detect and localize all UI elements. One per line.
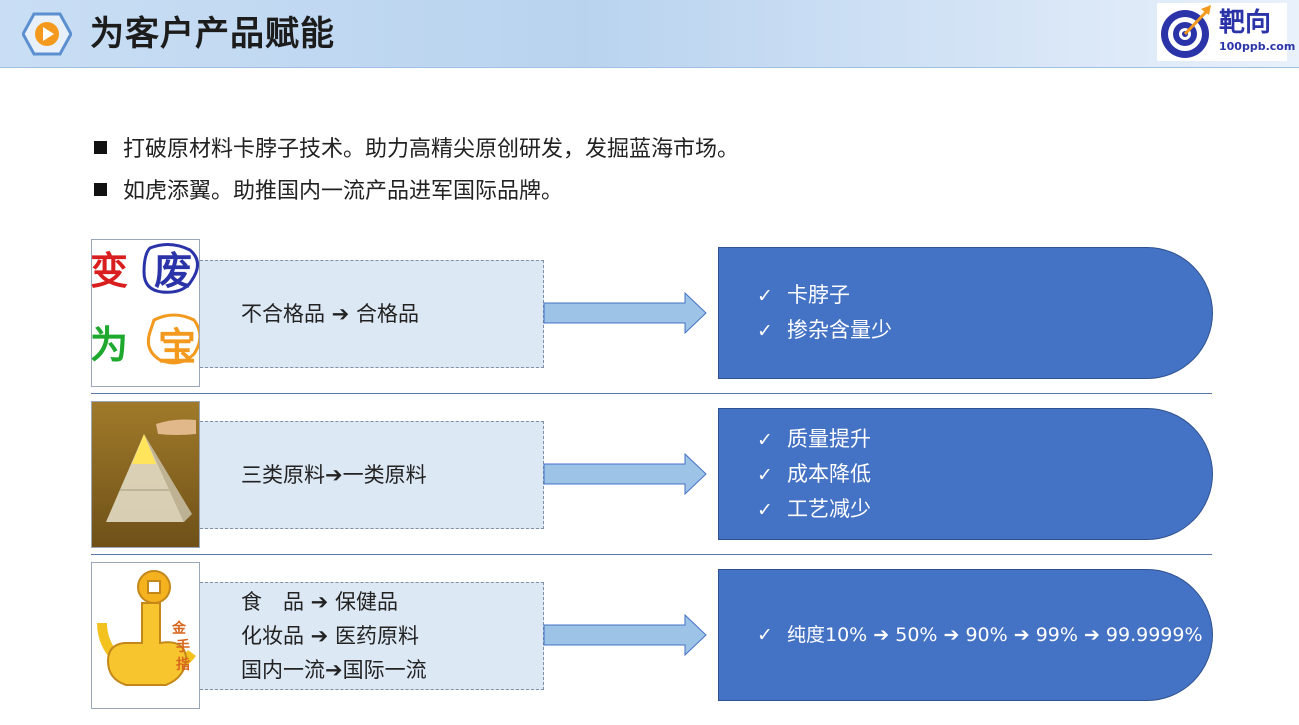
result-box: ✓质量提升 ✓成本降低 ✓工艺减少 — [718, 408, 1213, 540]
pyramid-image — [91, 401, 200, 548]
result-item: ✓成本降低 — [757, 457, 1212, 492]
source-text: 国内一流➔国际一流 — [241, 658, 427, 682]
source-text: 不合格品 ➔ 合格品 — [241, 302, 419, 326]
source-box: 不合格品 ➔ 合格品 — [200, 260, 544, 368]
char-shou: 手 — [176, 638, 190, 655]
right-arrow-icon — [543, 292, 707, 334]
char-jin: 金 — [171, 620, 187, 637]
play-icon — [22, 12, 72, 56]
golden-finger-picture: 金 手 指 — [92, 563, 199, 708]
waste-to-treasure-picture: 变 废 为 宝 — [92, 240, 199, 386]
result-item: ✓掺杂含量少 — [757, 313, 1212, 348]
check-icon: ✓ — [757, 624, 773, 646]
char-fei: 废 — [154, 249, 192, 293]
brand-logo: 靶向 100ppb.com — [1157, 3, 1295, 61]
result-box: ✓纯度10% ➔ 50% ➔ 90% ➔ 99% ➔ 99.9999% — [718, 569, 1213, 701]
result-item: ✓卡脖子 — [757, 278, 1212, 313]
pyramid-picture — [92, 402, 199, 547]
check-icon: ✓ — [757, 428, 773, 451]
result-box: ✓卡脖子 ✓掺杂含量少 — [718, 247, 1213, 379]
waste-to-treasure-image: 变 废 为 宝 — [91, 239, 200, 387]
char-wei: 为 — [92, 323, 128, 367]
check-icon: ✓ — [757, 463, 773, 486]
page-title: 为客户产品赋能 — [90, 14, 335, 54]
square-bullet-icon — [94, 182, 107, 196]
source-box: 三类原料➔一类原料 — [200, 421, 544, 529]
golden-finger-image: 金 手 指 — [91, 562, 200, 709]
bullet-text: 如虎添翼。助推国内一流产品进军国际品牌。 — [123, 179, 564, 204]
right-arrow-icon — [543, 453, 707, 495]
char-zhi: 指 — [176, 656, 190, 673]
source-box: 食 品 ➔ 保健品 化妆品 ➔ 医药原料 国内一流➔国际一流 — [200, 582, 544, 690]
logo-text: 靶向 — [1219, 8, 1272, 38]
logo-url: 100ppb.com — [1219, 40, 1296, 53]
source-text: 食 品 ➔ 保健品 — [241, 590, 398, 614]
check-icon: ✓ — [757, 285, 773, 307]
bullet-text: 打破原材料卡脖子技术。助力高精尖原创研发，发掘蓝海市场。 — [123, 137, 740, 162]
result-item: ✓纯度10% ➔ 50% ➔ 90% ➔ 99% ➔ 99.9999% — [757, 618, 1212, 652]
right-arrow-icon — [543, 614, 707, 656]
square-bullet-icon — [94, 140, 107, 154]
bullet-list: 打破原材料卡脖子技术。助力高精尖原创研发，发掘蓝海市场。 如虎添翼。助推国内一流… — [94, 126, 739, 210]
bullet-item: 如虎添翼。助推国内一流产品进军国际品牌。 — [94, 168, 739, 210]
source-text: 化妆品 ➔ 医药原料 — [241, 624, 419, 648]
row-divider — [91, 393, 1212, 394]
check-icon: ✓ — [757, 320, 773, 342]
source-text: 三类原料➔一类原料 — [241, 463, 427, 487]
header-bar: 为客户产品赋能 靶向 100ppb.com — [0, 0, 1299, 68]
check-icon: ✓ — [757, 498, 773, 521]
row-divider — [91, 554, 1212, 555]
target-logo-icon — [1161, 5, 1211, 58]
result-item: ✓工艺减少 — [757, 492, 1212, 527]
char-bian: 变 — [92, 249, 128, 293]
bullet-item: 打破原材料卡脖子技术。助力高精尖原创研发，发掘蓝海市场。 — [94, 126, 739, 168]
result-item: ✓质量提升 — [757, 422, 1212, 457]
char-bao: 宝 — [158, 325, 196, 369]
